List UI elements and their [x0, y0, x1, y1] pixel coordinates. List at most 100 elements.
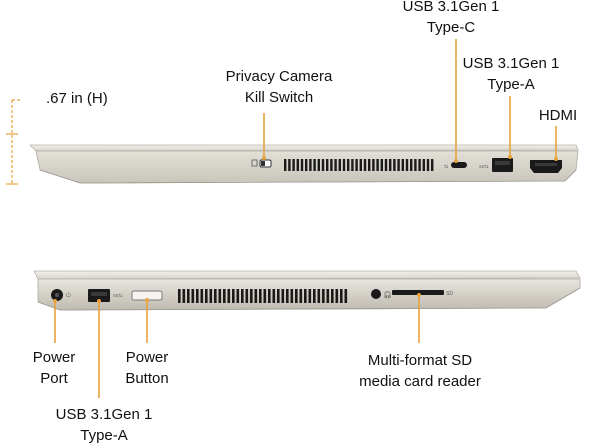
vent-slat: [187, 289, 190, 303]
vent-slat: [431, 159, 434, 171]
vent-slat: [317, 159, 320, 171]
vent-slat: [223, 289, 226, 303]
vent-slat: [340, 289, 343, 303]
vent-slat: [326, 289, 330, 303]
privacy-camera-callout: Privacy Camera Kill Switch: [225, 68, 333, 106]
hdmi-port-icon: [530, 160, 562, 173]
vent-slat: [355, 159, 358, 171]
vent-slat: [384, 159, 388, 171]
sd-slot-label: SD: [446, 291, 453, 297]
vent-slat: [268, 289, 271, 303]
vent-slat: [330, 159, 333, 171]
vent-slat: [426, 159, 430, 171]
usb-c-port-icon: ⇆: [444, 162, 467, 170]
power-port-callout: Power Port: [32, 349, 76, 387]
vent-slat: [277, 289, 280, 303]
vent-slat: [300, 159, 304, 171]
vent-slat: [405, 159, 409, 171]
vent-slat: [389, 159, 392, 171]
vent-slat: [308, 289, 312, 303]
top-callout-lines: [263, 39, 557, 160]
vent-slat: [418, 159, 421, 171]
vent-slat: [295, 289, 298, 303]
svg-text:🎧︎: 🎧︎: [383, 291, 392, 299]
top-callout-dots: [262, 155, 558, 163]
top-vent-grille: [284, 159, 434, 171]
vent-slat: [290, 289, 294, 303]
usb-a-top-callout: USB 3.1Gen 1 Type-A: [462, 55, 560, 93]
vent-slat: [182, 289, 186, 303]
vent-slat: [317, 289, 321, 303]
vent-slat: [344, 289, 348, 303]
vent-slat: [342, 159, 346, 171]
height-dimension-marker: [6, 99, 22, 185]
vent-slat: [313, 289, 316, 303]
vent-slat: [363, 159, 367, 171]
vent-slat: [296, 159, 299, 171]
vent-slat: [414, 159, 417, 171]
bottom-callout-lines: [54, 296, 420, 398]
vent-slat: [347, 159, 350, 171]
laptop-top-view: ⇆ ss⇆: [6, 39, 579, 185]
vent-slat: [214, 289, 217, 303]
headphone-jack-icon: 🎧︎: [371, 289, 392, 299]
vent-slat: [397, 159, 400, 171]
vent-slat: [334, 159, 337, 171]
vent-slat: [272, 289, 276, 303]
vent-slat: [335, 289, 339, 303]
vent-slat: [376, 159, 379, 171]
vent-slat: [241, 289, 244, 303]
bottom-vent-grille: [178, 289, 348, 303]
vent-slat: [422, 159, 425, 171]
svg-text:⇆: ⇆: [444, 164, 448, 170]
vent-slat: [281, 289, 285, 303]
vent-slat: [250, 289, 253, 303]
usb-a-port-icon: ss⇆: [88, 289, 122, 302]
power-button-callout: Power Button: [125, 349, 169, 387]
height-label: .67 in (H): [46, 90, 108, 107]
laptop-bottom-view: ⏻ ss⇆ 🎧︎ SD: [33, 270, 581, 398]
camera-switch-icon: [251, 159, 272, 168]
vent-slat: [218, 289, 222, 303]
vent-slat: [338, 159, 341, 171]
vent-slat: [245, 289, 249, 303]
vent-slat: [232, 289, 235, 303]
vent-slat: [288, 159, 291, 171]
power-port-icon: ⏻: [51, 289, 71, 301]
top-lid: [29, 144, 579, 152]
vent-slat: [368, 159, 371, 171]
vent-slat: [351, 159, 354, 171]
vent-slat: [299, 289, 303, 303]
vent-slat: [263, 289, 267, 303]
vent-slat: [313, 159, 316, 171]
vent-slat: [359, 159, 362, 171]
usb-a-port-icon: ss⇆: [479, 158, 513, 172]
svg-text:ss⇆: ss⇆: [479, 164, 488, 170]
vent-slat: [286, 289, 289, 303]
vent-slat: [410, 159, 413, 171]
vent-slat: [331, 289, 334, 303]
vent-slat: [284, 159, 287, 171]
vent-slat: [380, 159, 383, 171]
bottom-lid: [33, 270, 581, 280]
usb-c-callout: USB 3.1Gen 1 Type-C: [402, 0, 500, 36]
vent-slat: [292, 159, 295, 171]
vent-slat: [209, 289, 213, 303]
svg-text:⏻: ⏻: [66, 292, 71, 299]
vent-slat: [178, 289, 181, 303]
vent-slat: [227, 289, 231, 303]
sd-reader-callout: Multi-format SD media card reader: [359, 352, 481, 390]
vent-slat: [196, 289, 199, 303]
vent-slat: [236, 289, 240, 303]
bottom-callout-dots: [53, 293, 421, 303]
vent-slat: [321, 159, 325, 171]
vent-slat: [401, 159, 404, 171]
vent-slat: [372, 159, 375, 171]
vent-slat: [191, 289, 195, 303]
vent-slat: [322, 289, 325, 303]
vent-slat: [254, 289, 258, 303]
vent-slat: [304, 289, 307, 303]
vent-slat: [309, 159, 312, 171]
vent-slat: [393, 159, 396, 171]
